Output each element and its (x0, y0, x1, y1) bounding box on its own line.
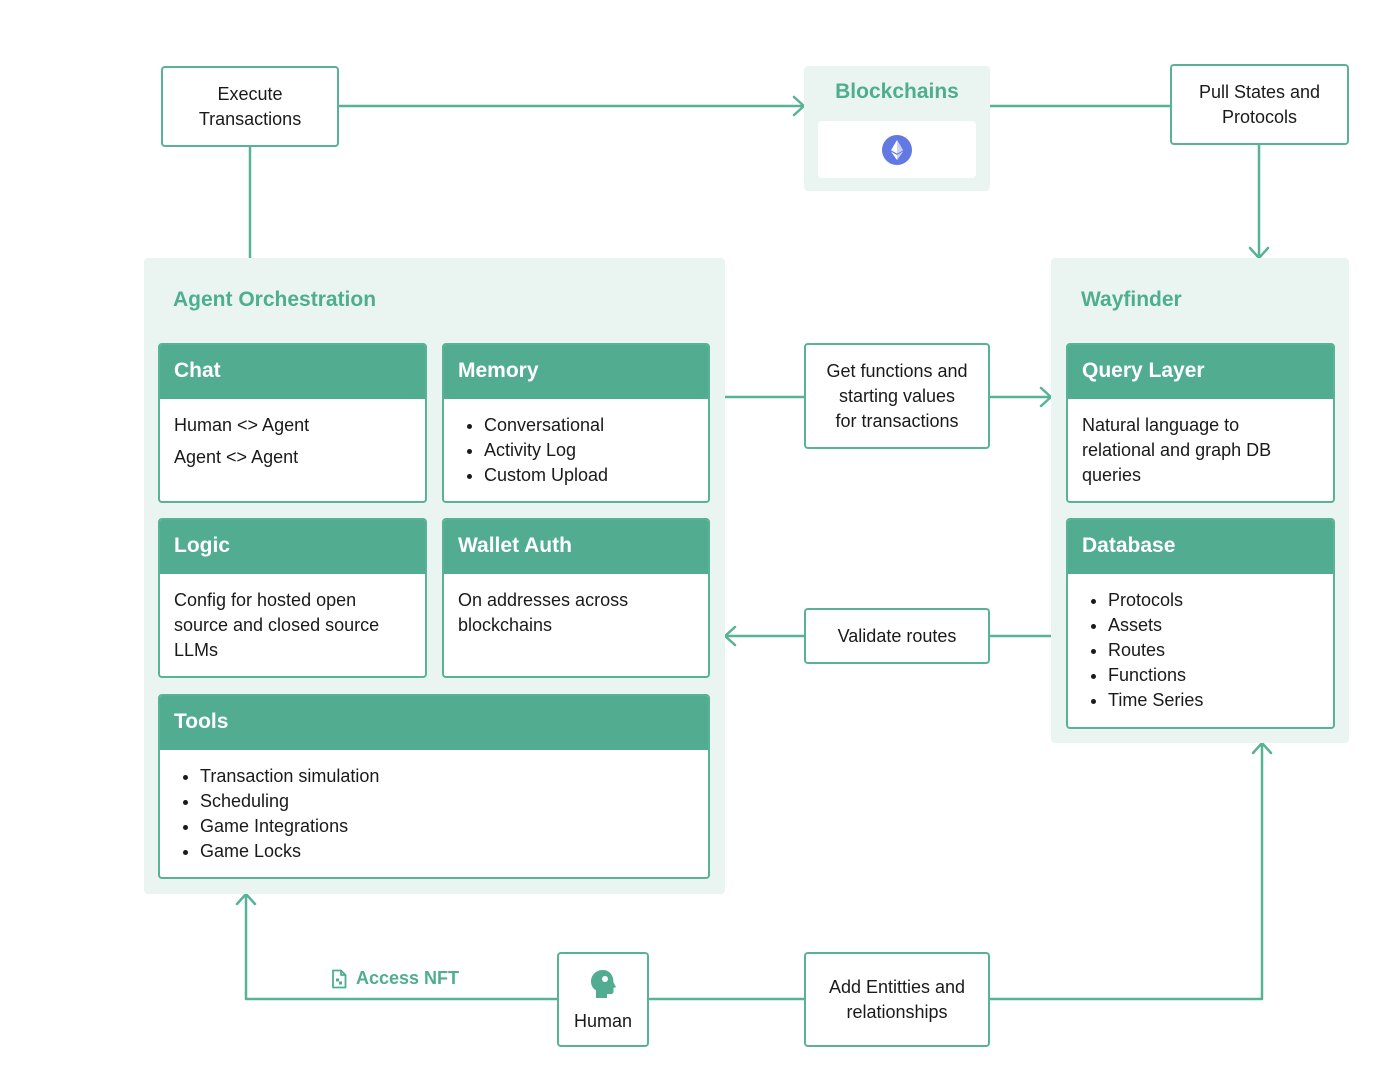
arrow-validate-to-agent (723, 625, 806, 647)
arrow-execute-to-blockchains (336, 95, 806, 117)
pull-states-node: Pull States and Protocols (1170, 64, 1349, 145)
list-item: Routes (1108, 638, 1319, 663)
arrow-pull-states-to-wayfinder (1248, 143, 1270, 260)
blockchains-logo-panel (818, 121, 976, 178)
pull-states-line-1: Pull States and (1198, 81, 1321, 102)
add-entities-line-1: Add Entitties and (828, 976, 966, 997)
add-entities-line-2: relationships (846, 1001, 948, 1022)
memory-card-title: Memory (444, 345, 708, 399)
logic-card-body: Config for hosted open source and closed… (160, 574, 425, 663)
agent-orchestration-title: Agent Orchestration (173, 288, 377, 311)
chat-card: Chat Human <> Agent Agent <> Agent (158, 343, 427, 503)
arrow-get-functions-to-wayfinder (988, 386, 1053, 408)
nft-file-icon (332, 969, 347, 988)
list-item: Assets (1108, 613, 1319, 638)
memory-card-body: Conversational Activity Log Custom Uploa… (444, 399, 708, 488)
validate-routes-label: Validate routes (837, 625, 957, 646)
database-card-body: Protocols Assets Routes Functions Time S… (1068, 574, 1333, 713)
list-item: Time Series (1108, 688, 1319, 713)
chat-card-title: Chat (160, 345, 425, 399)
tools-card-title: Tools (160, 696, 708, 750)
wallet-auth-line-1: On addresses across (458, 590, 629, 610)
get-functions-line-2: starting values (838, 385, 956, 406)
access-nft-label: Access NFT (330, 968, 459, 989)
logic-line-3: LLMs (174, 640, 219, 660)
pull-states-line-2: Protocols (1221, 106, 1298, 127)
query-layer-card-body: Natural language to relational and graph… (1068, 399, 1333, 488)
add-entities-node: Add Entitties and relationships (804, 952, 990, 1047)
tools-list: Transaction simulation Scheduling Game I… (174, 764, 694, 864)
execute-transactions-line-2: Transactions (198, 108, 302, 129)
arrow-add-entities-to-wayfinder (988, 741, 1273, 1001)
logic-line-2: source and closed source (174, 615, 380, 635)
execute-transactions-line-1: Execute (217, 83, 283, 104)
memory-list: Conversational Activity Log Custom Uploa… (458, 413, 694, 488)
get-functions-node: Get functions and starting values for tr… (804, 343, 990, 449)
list-item: Functions (1108, 663, 1319, 688)
logic-card-title: Logic (160, 520, 425, 574)
list-item: Transaction simulation (200, 764, 694, 789)
query-layer-line-2: relational and graph DB (1082, 440, 1272, 460)
database-card-title: Database (1068, 520, 1333, 574)
human-label: Human (573, 1011, 633, 1031)
chat-card-body: Human <> Agent Agent <> Agent (160, 399, 425, 470)
list-item: Game Integrations (200, 814, 694, 839)
database-list: Protocols Assets Routes Functions Time S… (1082, 588, 1319, 713)
memory-card: Memory Conversational Activity Log Custo… (442, 343, 710, 503)
list-item: Conversational (484, 413, 694, 438)
arrow-human-to-agent (235, 892, 559, 1001)
list-item: Custom Upload (484, 463, 694, 488)
tools-card-body: Transaction simulation Scheduling Game I… (160, 750, 708, 864)
wallet-auth-card-title: Wallet Auth (444, 520, 708, 574)
query-layer-line-1: Natural language to (1082, 415, 1240, 435)
wayfinder-title: Wayfinder (1081, 288, 1182, 311)
database-card: Database Protocols Assets Routes Functio… (1066, 518, 1335, 729)
human-node: Human (557, 952, 649, 1047)
list-item: Activity Log (484, 438, 694, 463)
ethereum-icon (882, 134, 912, 165)
list-item: Protocols (1108, 588, 1319, 613)
chat-line-1: Human <> Agent (174, 415, 310, 435)
get-functions-line-3: for transactions (835, 410, 959, 431)
query-layer-line-3: queries (1082, 465, 1142, 485)
tools-card: Tools Transaction simulation Scheduling … (158, 694, 710, 879)
blockchains-title: Blockchains (835, 80, 959, 103)
query-layer-card: Query Layer Natural language to relation… (1066, 343, 1335, 503)
access-nft-text: Access NFT (356, 968, 460, 988)
execute-transactions-node: Execute Transactions (161, 66, 339, 147)
validate-routes-node: Validate routes (804, 608, 990, 664)
list-item: Scheduling (200, 789, 694, 814)
logic-card: Logic Config for hosted open source and … (158, 518, 427, 678)
wallet-auth-card-body: On addresses across blockchains (444, 574, 708, 638)
chat-line-2: Agent <> Agent (174, 447, 299, 467)
logic-line-1: Config for hosted open (174, 590, 357, 610)
human-head-icon (591, 970, 616, 998)
wallet-auth-line-2: blockchains (458, 615, 553, 635)
wallet-auth-card: Wallet Auth On addresses across blockcha… (442, 518, 710, 678)
query-layer-card-title: Query Layer (1068, 345, 1333, 399)
get-functions-line-1: Get functions and (826, 360, 968, 381)
list-item: Game Locks (200, 839, 694, 864)
